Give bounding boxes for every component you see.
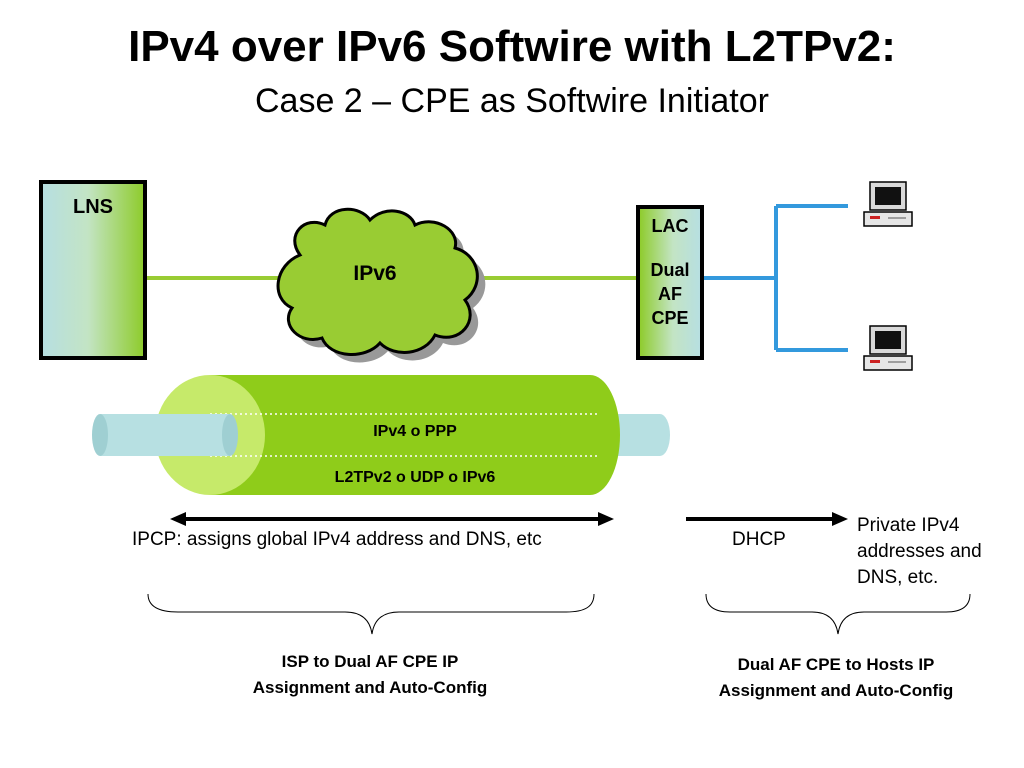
cpe-line-lac: LAC — [651, 216, 689, 236]
slide-subtitle: Case 2 – CPE as Softwire Initiator — [254, 82, 769, 120]
dhcp-arrow — [686, 512, 848, 526]
left-caption: ISP to Dual AF CPE IP Assignment and Aut… — [170, 649, 570, 701]
cloud-label: IPv6 — [353, 262, 397, 285]
ipcp-label: IPCP: assigns global IPv4 address and DN… — [132, 529, 542, 550]
l2tp-tunnel — [155, 375, 620, 495]
slide-title: IPv4 over IPv6 Softwire with L2TPv2: — [128, 22, 896, 71]
right-brace — [705, 593, 971, 635]
cpe-node: LAC Dual AF CPE — [636, 205, 704, 360]
private-ipv4-note: Private IPv4 addresses and DNS, etc. — [857, 513, 1022, 591]
pipe-inner-end — [222, 414, 238, 456]
tunnel-inner-label: IPv4 o PPP — [373, 423, 457, 440]
left-brace — [147, 593, 595, 635]
cpe-line-af: AF — [658, 284, 682, 304]
right-caption: Dual AF CPE to Hosts IP Assignment and A… — [676, 652, 996, 704]
lns-label: LNS — [73, 196, 113, 218]
cpe-line-cpe: CPE — [651, 308, 689, 328]
ipcp-arrow — [170, 512, 614, 526]
tunnel-outer-label: L2TPv2 o UDP o IPv6 — [334, 469, 496, 486]
private-line-1: Private IPv4 — [857, 515, 960, 536]
host-links — [704, 204, 848, 352]
dhcp-label: DHCP — [732, 529, 786, 550]
pipe-inner — [155, 414, 230, 456]
private-line-2: addresses and — [857, 541, 982, 562]
ipv6-cloud — [276, 207, 486, 363]
cpe-line-dual: Dual — [650, 260, 690, 280]
right-caption-line-2: Assignment and Auto-Config — [718, 681, 954, 700]
host-computer-bottom — [863, 325, 913, 371]
private-line-3: DNS, etc. — [857, 567, 939, 588]
lns-node: LNS — [39, 180, 147, 360]
right-caption-line-1: Dual AF CPE to Hosts IP — [737, 655, 935, 674]
host-computer-top — [863, 181, 913, 227]
left-caption-line-2: Assignment and Auto-Config — [252, 678, 488, 697]
left-caption-line-1: ISP to Dual AF CPE IP — [281, 652, 459, 671]
